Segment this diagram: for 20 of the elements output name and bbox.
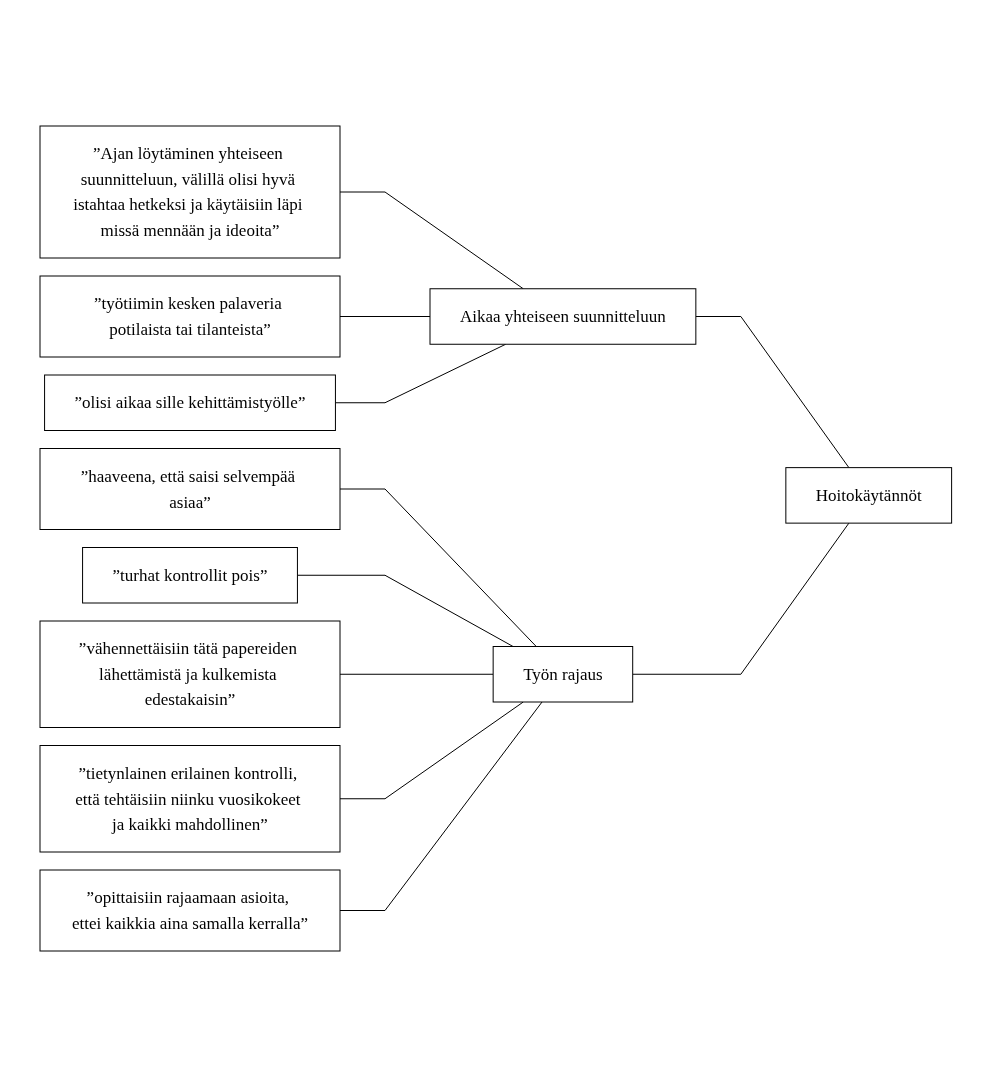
connector (339, 316, 431, 317)
node-box: ”työtiimin kesken palaveria potilaista tai tilanteista” (39, 275, 341, 358)
connector (339, 701, 543, 911)
node-box: Aikaa yhteiseen suunnitteluun (429, 288, 697, 345)
node-box: ”opittaisiin rajaamaan asioita, ettei kaikkia aina samalla kerralla” (39, 869, 341, 952)
node-box: ”turhat kontrollit pois” (82, 547, 299, 604)
node-box: ”Ajan löytäminen yhteiseen suunnitteluun, välillä olisi hyvä istahtaa hetkeksi ja käytäisiin läpi missä mennään ja ideoita” (39, 125, 341, 259)
connector (339, 191, 524, 290)
node-box: ”olisi aikaa sille kehittämistyölle” (44, 374, 337, 431)
connector (297, 574, 514, 647)
connector (632, 522, 850, 675)
connector (339, 488, 537, 647)
node-box: ”tietynlainen erilainen kontrolli, että tehtäisiin niinku vuosikokeet ja kaikki mahdollinen” (39, 745, 341, 853)
node-box: Työn rajaus (492, 646, 634, 703)
connector (339, 673, 494, 675)
node-box: Hoitokäytännöt (785, 467, 953, 524)
connector (695, 316, 850, 469)
node-box: ”haaveena, että saisi selvempää asiaa” (39, 448, 341, 530)
node-box: ”vähennettäisiin tätä papereiden lähettämistä ja kulkemista edestakaisin” (39, 620, 341, 728)
connector (339, 701, 524, 800)
